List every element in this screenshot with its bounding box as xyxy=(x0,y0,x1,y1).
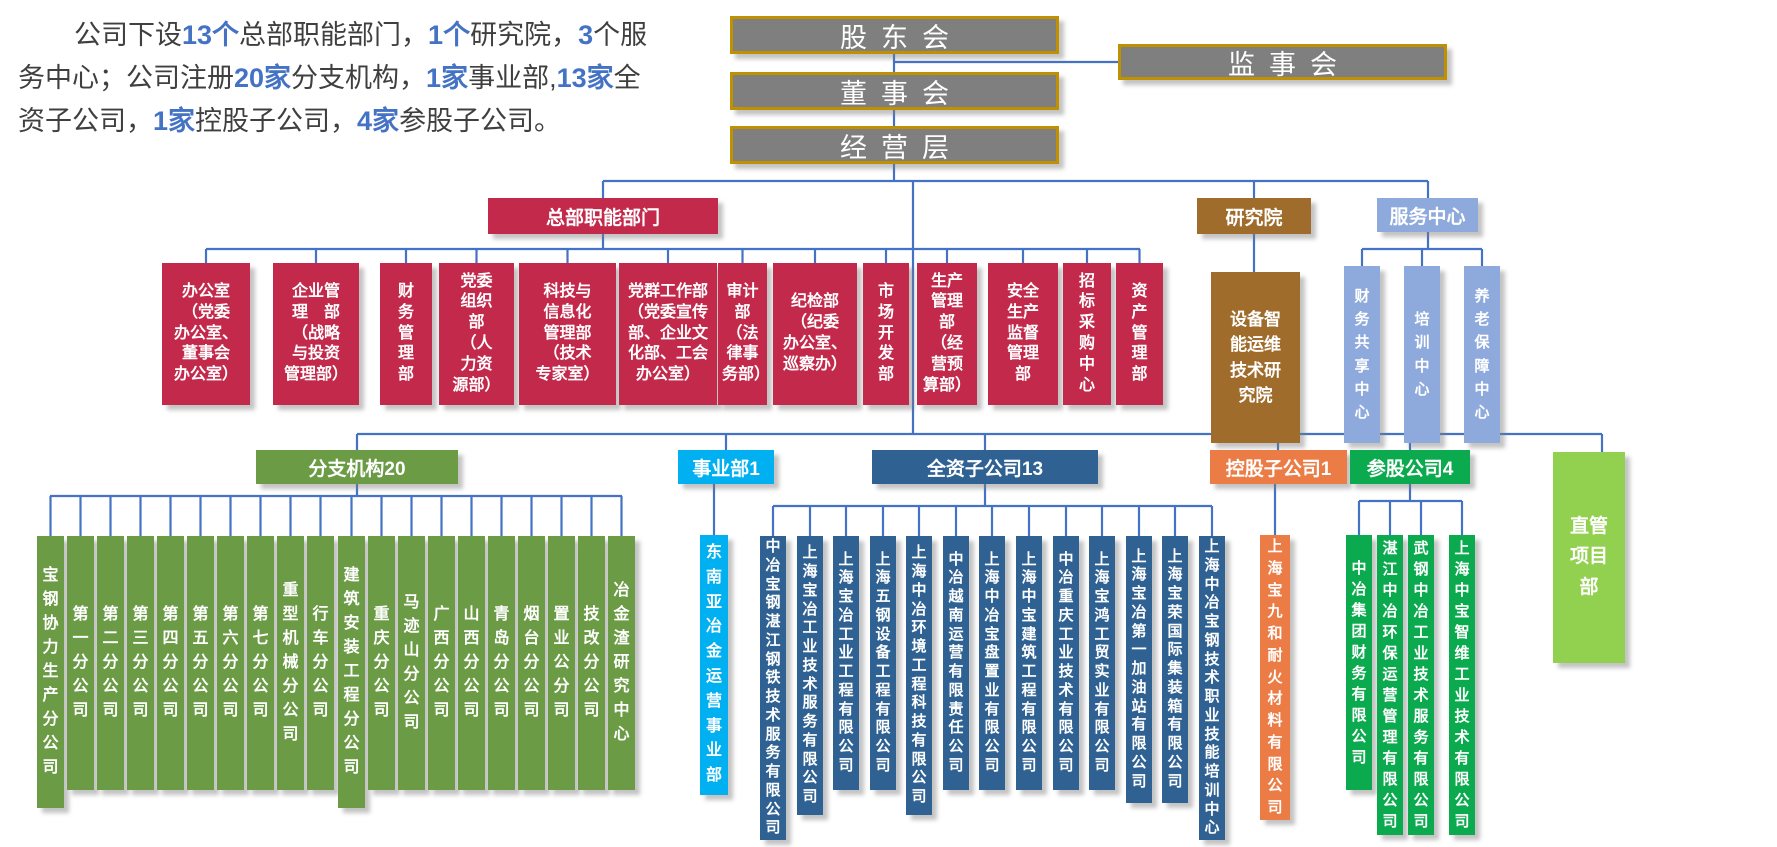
supervisors-box: 监事会 xyxy=(1118,44,1447,80)
subsidiary-column: 上海中冶宝钢技术职业技能培训中心 xyxy=(1199,536,1225,840)
holding-column: 上海宝九和耐火材料有限公司 xyxy=(1260,535,1290,820)
branch-column: 宝钢协力生产分公司 xyxy=(37,536,64,808)
service-center-box: 养老保障中心 xyxy=(1464,266,1500,443)
board-box: 董事会 xyxy=(730,72,1059,110)
service-center-box: 财务共享中心 xyxy=(1344,266,1380,443)
intro-segment: 事业部, xyxy=(468,63,557,94)
stake-column: 湛江中冶环保运营管理有限公司 xyxy=(1377,535,1403,835)
branch-column: 建筑安装工程分公司 xyxy=(338,536,365,808)
branch-column: 行车分公司 xyxy=(307,536,334,790)
hq-dept-box: 党群工作部 （党委宣传 部、企业文 化部、工会 办公室） xyxy=(619,263,717,405)
service-header: 服务中心 xyxy=(1377,198,1478,232)
branch-column: 重型机械分公司 xyxy=(277,536,304,790)
hq-dept-box: 企业管 理 部 （战略 与投资 管理部） xyxy=(273,263,359,405)
branch-column: 重庆分公司 xyxy=(368,536,395,790)
management-box: 经营层 xyxy=(730,126,1059,164)
branch-column: 冶金渣研究中心 xyxy=(608,536,635,790)
hq-dept-box: 招 标 采 购 中 心 xyxy=(1063,263,1111,405)
hq-dept-box: 审计 部 （法 律事 务部） xyxy=(718,263,770,405)
intro-segment: 公司下设 xyxy=(74,20,182,50)
subsidiary-column: 上海中冶环境工程科技有限公司 xyxy=(906,536,932,815)
branch-column: 第四分公司 xyxy=(157,536,184,790)
stake-column: 上海中宝智维工业技术有限公司 xyxy=(1449,535,1475,835)
hq-dept-box: 纪检部 （纪委 办公室、 巡察办） xyxy=(773,263,857,405)
intro-segment: 3 xyxy=(578,20,594,50)
institute-box: 设备智 能运维 技术研 究院 xyxy=(1211,272,1300,443)
intro-segment: 控股子公司， xyxy=(195,106,358,137)
intro-segment: 全资子公司， xyxy=(18,63,641,137)
intro-segment: 总部职能部门， xyxy=(239,20,429,50)
hq-header: 总部职能部门 xyxy=(488,198,718,234)
hq-dept-box: 财 务 管 理 部 xyxy=(380,263,432,405)
hq-dept-box: 党委 组织 部 （人 力资 源部） xyxy=(439,263,514,405)
hq-dept-box: 科技与 信息化 管理部 （技术 专家室） xyxy=(519,263,616,405)
branch-column: 第七分公司 xyxy=(247,536,274,790)
intro-segment: 分支机构， xyxy=(291,63,427,94)
tier2-header-holding: 控股子公司1 xyxy=(1210,450,1347,484)
subsidiary-column: 上海中宝建筑工程有限公司 xyxy=(1016,536,1042,790)
hq-dept-box: 资 产 管 理 部 xyxy=(1116,263,1163,405)
service-center-box: 培训中心 xyxy=(1404,266,1440,443)
subsidiary-column: 上海宝冶工业工程有限公司 xyxy=(833,536,859,790)
shareholders-box: 股东会 xyxy=(730,16,1059,54)
intro-segment: 4家 xyxy=(357,106,400,137)
subsidiary-column: 上海中冶宝盘置业有限公司 xyxy=(979,536,1005,790)
branch-column: 置业公分司 xyxy=(548,536,575,790)
branch-column: 青岛分公司 xyxy=(488,536,515,790)
intro-segment: 研究院， xyxy=(470,20,579,50)
branch-column: 第五分公司 xyxy=(187,536,214,790)
stake-column: 武钢中冶工业技术服务有限公司 xyxy=(1408,535,1434,835)
subsidiary-column: 中冶宝钢湛江钢铁技术服务有限公司 xyxy=(760,536,786,840)
hq-dept-box: 市 场 开 发 部 xyxy=(863,263,909,405)
branch-column: 技改分公司 xyxy=(578,536,605,790)
branch-column: 第六分公司 xyxy=(217,536,244,790)
hq-dept-box: 办公室 （党委 办公室、 董事会 办公室） xyxy=(162,263,250,405)
hq-dept-box: 生产 管理 部 （经 营预 算部） xyxy=(917,263,977,405)
intro-text: 公司下设13个总部职能部门，1个研究院，3个服务中心；公司注册20家分支机构，1… xyxy=(18,14,666,144)
branch-column: 第一分公司 xyxy=(67,536,94,790)
subsidiary-column: 中冶越南运营有限责任公司 xyxy=(943,536,969,790)
subsidiary-column: 上海宝冶工业技术服务有限公司 xyxy=(797,536,823,815)
intro-segment: 1个 xyxy=(428,20,471,50)
subsidiary-column: 中冶重庆工业技术有限公司 xyxy=(1053,536,1079,790)
intro-segment: 13家 xyxy=(556,63,614,94)
intro-segment: 1家 xyxy=(426,63,469,94)
branch-column: 山西分公司 xyxy=(458,536,485,790)
subsidiary-column: 上海五钢设备工程有限公司 xyxy=(870,536,896,790)
institute-header: 研究院 xyxy=(1197,198,1311,234)
hq-dept-box: 安全 生产 监督 管理 部 xyxy=(988,263,1058,405)
subsidiary-column: 上海宝鸿工贸实业有限公司 xyxy=(1089,536,1115,790)
tier2-header-wholly-owned: 全资子公司13 xyxy=(872,450,1098,484)
branch-column: 烟台分公司 xyxy=(518,536,545,790)
stake-column: 中冶集团财务有限公司 xyxy=(1346,535,1372,790)
subsidiary-column: 上海宝冶第一加油站有限公司 xyxy=(1126,536,1152,803)
intro-segment: 20家 xyxy=(234,63,292,94)
intro-segment: 13个 xyxy=(182,20,240,50)
branch-column: 马迹山分公司 xyxy=(398,536,425,790)
intro-segment: 1家 xyxy=(153,106,196,137)
tier2-header-branches: 分支机构20 xyxy=(256,450,458,484)
direct-project-box: 直管 项目 部 xyxy=(1553,452,1625,663)
intro-segment: 个服务中心；公司注册 xyxy=(18,20,648,94)
branch-column: 第三分公司 xyxy=(127,536,154,790)
intro-segment: 参股子公司。 xyxy=(399,106,562,137)
division-column: 东南亚冶金运营事业部 xyxy=(700,535,728,795)
tier2-header-division: 事业部1 xyxy=(678,450,774,484)
subsidiary-column: 上海宝荣国际集装箱有限公司 xyxy=(1162,536,1188,803)
tier2-header-stakes: 参股公司4 xyxy=(1350,450,1470,484)
branch-column: 广西分公司 xyxy=(428,536,455,790)
branch-column: 第二分公司 xyxy=(97,536,124,790)
